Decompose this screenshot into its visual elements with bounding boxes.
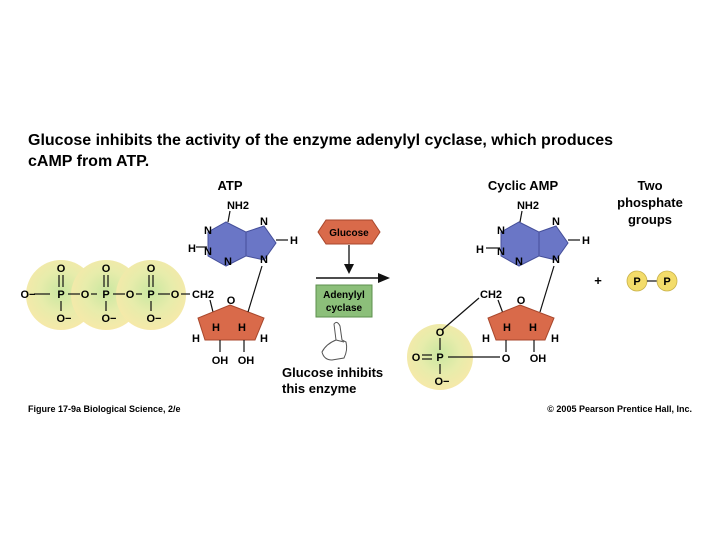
two-phosphate-groups: P P [626,270,678,292]
atom-o: O [147,263,156,275]
atom-n: N [497,246,505,258]
plus-sign: + [594,273,602,288]
atom-h: H [238,322,246,334]
atom-p: P [147,289,154,301]
atp-phosphate-chain: O− O O O P P P O O O O− O− O− [21,260,190,330]
two-phosphate-line-1: Two [637,178,662,193]
atom-ch2: CH2 [480,289,502,301]
atom-h: H [529,322,537,334]
atp-adenine: NH2 N N N N N H H [188,200,298,313]
atom-h: H [582,235,590,247]
phosphate-p-label: P [633,276,640,288]
atom-o-minus: O− [57,313,72,325]
camp-ribose: CH2 O H H H H O OH [480,289,559,365]
atom-n: N [260,216,268,228]
inhibit-label-line-2: this enzyme [282,381,356,396]
atp-ribose: CH2 O H H H H OH OH [192,289,268,367]
camp-adenine: NH2 N N N N N H H [476,200,590,313]
atom-o-minus: O− [147,313,162,325]
atom-h: H [260,333,268,345]
atp-label: ATP [217,178,242,193]
atom-n: N [204,246,212,258]
atom-n: N [552,216,560,228]
atom-o: O [436,327,445,339]
phosphate-circle-3 [116,260,186,330]
atom-o: O [517,295,526,307]
glucose-label: Glucose [329,228,369,239]
atom-h: H [290,235,298,247]
enzyme-label-line-2: cyclase [326,303,363,314]
atom-p: P [102,289,109,301]
atom-n: N [515,256,523,268]
atom-o: O [502,353,511,365]
atom-n: N [204,225,212,237]
figure-caption: Figure 17-9a Biological Science, 2/e [28,404,181,414]
atom-o-minus-left: O− [21,289,36,301]
atom-nh2: NH2 [517,200,539,212]
atom-p: P [436,352,443,364]
atom-oh: OH [212,355,229,367]
atom-o-minus: O− [102,313,117,325]
atom-o: O [126,289,135,301]
inhibit-label-line-1: Glucose inhibits [282,365,383,380]
two-phosphate-line-2: phosphate [617,195,683,210]
enzyme-label-line-1: Adenylyl [323,290,365,301]
atom-h: H [482,333,490,345]
copyright-caption: © 2005 Pearson Prentice Hall, Inc. [547,404,692,414]
title-line-1: Glucose inhibits the activity of the enz… [28,132,613,149]
title-line-2: cAMP from ATP. [28,153,149,170]
atom-oh: OH [238,355,255,367]
atom-n: N [260,254,268,266]
atom-o: O [412,352,421,364]
atom-p: P [57,289,64,301]
atom-h: H [188,243,196,255]
atom-h: H [551,333,559,345]
atom-nh2: NH2 [227,200,249,212]
cyclic-amp-label: Cyclic AMP [488,178,559,193]
phosphate-group-2 [656,270,678,292]
atom-n: N [224,256,232,268]
atom-o: O [171,289,180,301]
atom-h: H [503,322,511,334]
atom-ch2: CH2 [192,289,214,301]
two-phosphate-line-3: groups [628,212,672,227]
phosphate-p-label: P [663,276,670,288]
phosphate-circle-cyclic [407,324,473,390]
adenylyl-cyclase-enzyme: Adenylyl cyclase [315,284,373,318]
atom-oh: OH [530,353,547,365]
atom-o: O [57,263,66,275]
camp-cyclic-phosphate: O O P O− [407,297,500,390]
atom-h: H [192,333,200,345]
atom-h: H [476,244,484,256]
atom-o: O [81,289,90,301]
pointing-hand-icon [321,321,348,361]
atom-h: H [212,322,220,334]
atom-n: N [552,254,560,266]
atom-o: O [102,263,111,275]
atom-o-minus: O− [435,376,450,388]
atom-n: N [497,225,505,237]
atom-o: O [227,295,236,307]
glucose-molecule: Glucose [317,219,381,245]
